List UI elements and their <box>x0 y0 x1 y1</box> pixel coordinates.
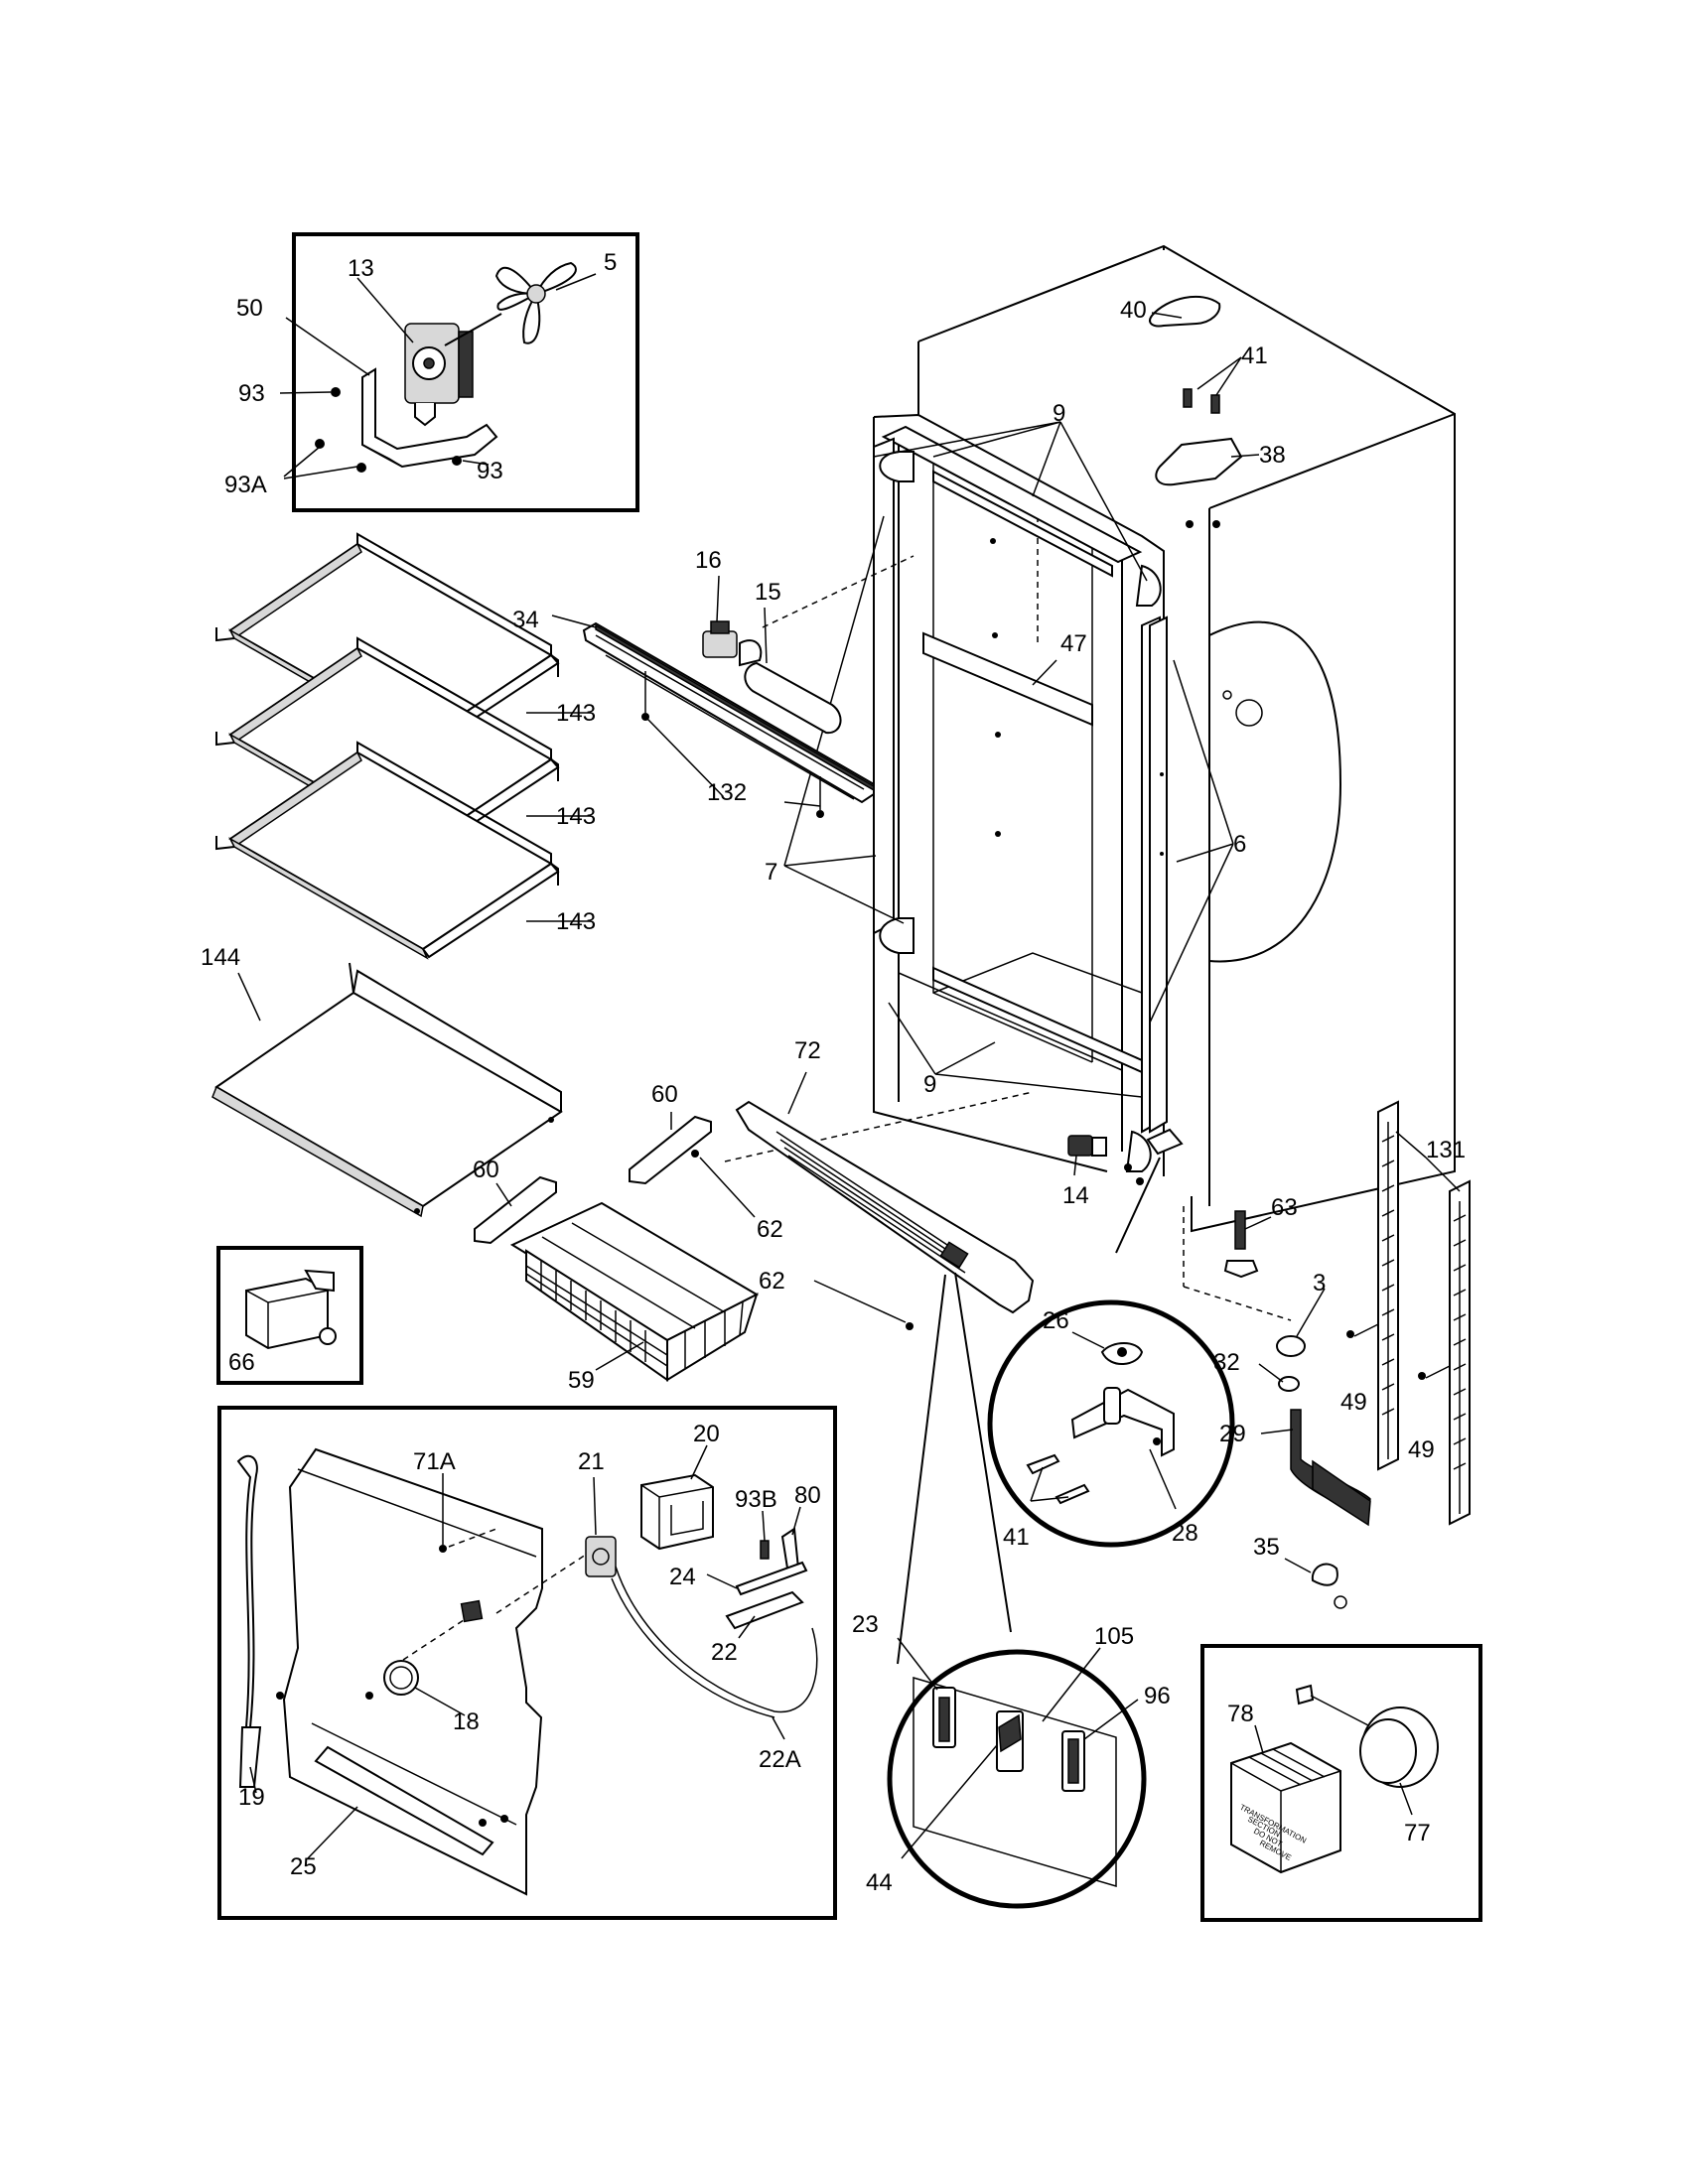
label-21: 21 <box>578 1448 605 1475</box>
label-29: 29 <box>1219 1421 1246 1447</box>
switch-callout: 23 105 96 44 <box>852 1272 1171 1909</box>
label-41: 41 <box>1241 342 1268 369</box>
label-9-bottom: 9 <box>923 1071 936 1098</box>
label-50: 50 <box>236 295 263 322</box>
label-60-left: 60 <box>473 1157 499 1183</box>
label-131: 131 <box>1426 1137 1466 1163</box>
door-switch-and-lower-hinge: 14 63 <box>1062 1128 1298 1279</box>
label-93B: 93B <box>735 1486 777 1513</box>
label-93A: 93A <box>224 472 267 498</box>
freezer-cabinet <box>724 244 1456 1321</box>
label-7: 7 <box>765 859 777 886</box>
label-44: 44 <box>866 1869 893 1896</box>
label-96: 96 <box>1144 1683 1171 1709</box>
label-22A: 22A <box>759 1746 801 1773</box>
hinge-callout: 26 41 28 <box>987 1299 1235 1551</box>
label-47: 47 <box>1060 630 1087 657</box>
label-143-1: 143 <box>556 700 596 727</box>
fan-blade <box>494 261 577 344</box>
control-panel-inset: 19 71A 18 25 21 20 <box>217 1406 837 1920</box>
label-25: 25 <box>290 1853 317 1880</box>
label-66: 66 <box>228 1349 255 1376</box>
label-9-top: 9 <box>1053 400 1065 427</box>
label-35: 35 <box>1253 1534 1280 1561</box>
label-71A: 71A <box>413 1448 456 1475</box>
label-24: 24 <box>669 1564 696 1590</box>
label-59: 59 <box>568 1367 595 1394</box>
label-105: 105 <box>1094 1623 1134 1650</box>
shelf-144: 144 <box>201 944 563 1218</box>
label-26: 26 <box>1043 1307 1069 1334</box>
label-20: 20 <box>693 1421 720 1447</box>
label-32: 32 <box>1213 1349 1240 1376</box>
label-16: 16 <box>695 547 722 574</box>
label-49-left: 49 <box>1340 1389 1367 1416</box>
shelf-standards: 131 49 49 <box>1340 1100 1471 1526</box>
label-13: 13 <box>348 255 374 282</box>
label-15: 15 <box>755 579 781 606</box>
light-assembly: 16 15 34 132 <box>512 547 875 818</box>
label-38: 38 <box>1259 442 1286 469</box>
label-19: 19 <box>238 1784 265 1811</box>
shelf-3: 143 <box>215 741 596 960</box>
label-3: 3 <box>1313 1270 1326 1297</box>
label-93: 93 <box>238 380 265 407</box>
label-6: 6 <box>1233 831 1246 858</box>
label-14: 14 <box>1062 1182 1089 1209</box>
basket-and-rails: 60 60 59 <box>473 1081 760 1394</box>
door-closer-parts: 3 32 29 35 <box>1213 1270 1371 1609</box>
door-gaskets: 9 47 7 6 9 <box>765 400 1246 1098</box>
label-22: 22 <box>711 1639 738 1666</box>
top-hinge: 40 41 38 <box>1120 295 1286 528</box>
label-62b: 62 <box>759 1268 785 1295</box>
wire-basket: 59 <box>509 1201 760 1394</box>
label-80: 80 <box>794 1482 821 1509</box>
label-78: 78 <box>1227 1701 1254 1727</box>
label-144: 144 <box>201 944 240 971</box>
label-62: 62 <box>757 1216 783 1243</box>
fan-motor-inset: 5 13 50 93 93A 93 <box>224 232 639 512</box>
label-60-top: 60 <box>651 1081 678 1108</box>
label-49-right: 49 <box>1408 1436 1435 1463</box>
label-143-2: 143 <box>556 803 596 830</box>
wire-shelves: 143 143 143 <box>201 532 596 1218</box>
toe-grille: 72 62 62 <box>691 1037 1035 1330</box>
label-23: 23 <box>852 1611 879 1638</box>
label-18: 18 <box>453 1708 480 1735</box>
label-93-right: 93 <box>477 458 503 484</box>
label-34: 34 <box>512 607 539 633</box>
label-41-hinge: 41 <box>1003 1524 1030 1551</box>
label-132: 132 <box>707 779 747 806</box>
label-77: 77 <box>1404 1820 1431 1846</box>
label-5: 5 <box>604 249 617 276</box>
relay-inset: 66 <box>216 1246 363 1385</box>
label-40: 40 <box>1120 297 1147 324</box>
label-28: 28 <box>1172 1520 1198 1547</box>
transformer-inset: TRANSFORMATION SECTION DO NOT REMOVE 78 … <box>1200 1644 1482 1922</box>
label-72: 72 <box>794 1037 821 1064</box>
label-143-3: 143 <box>556 908 596 935</box>
label-63: 63 <box>1271 1194 1298 1221</box>
fan-motor <box>404 313 502 427</box>
